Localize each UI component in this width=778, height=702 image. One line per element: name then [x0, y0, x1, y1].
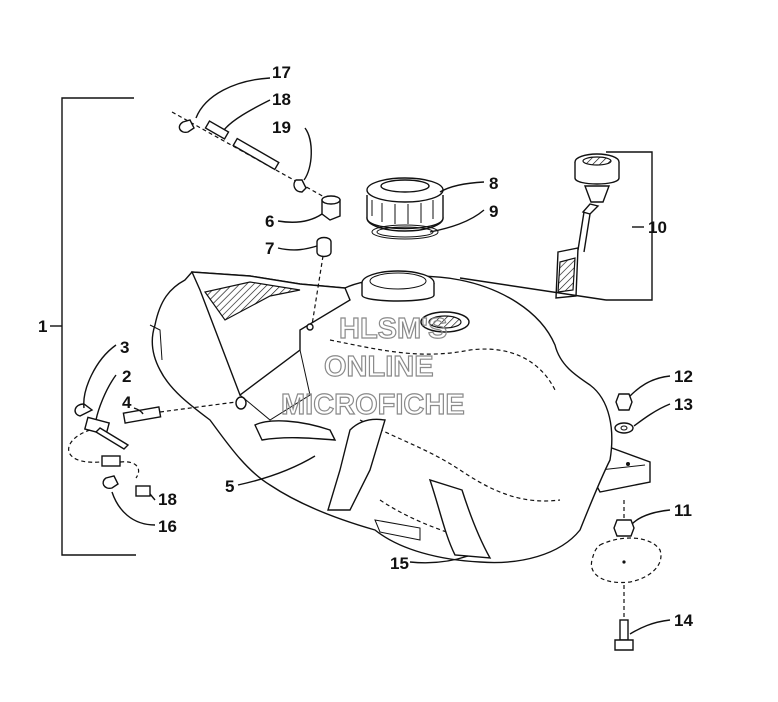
- callout-18-bottom: 18: [158, 490, 177, 509]
- callout-2: 2: [122, 367, 131, 386]
- callout-6: 6: [265, 212, 274, 231]
- callout-5: 5: [225, 477, 234, 496]
- callout-8: 8: [489, 174, 498, 193]
- fuel-cap: [366, 177, 444, 232]
- watermark: HLSM'S ONLINE MICROFICHE: [280, 312, 465, 421]
- fuel-tank: [149, 270, 651, 564]
- watermark-line-2: ONLINE: [324, 351, 434, 383]
- callout-16: 16: [158, 517, 177, 536]
- callout-13: 13: [674, 395, 693, 414]
- cap-gasket: [371, 224, 439, 240]
- vent-assembly: [171, 111, 341, 326]
- watermark-line-1: HLSM'S: [339, 313, 447, 345]
- callout-11: 11: [674, 501, 692, 520]
- callout-9: 9: [489, 202, 498, 221]
- callout-10: 10: [648, 218, 667, 237]
- callout-18-top: 18: [272, 90, 291, 109]
- watermark-line-3: MICROFICHE: [281, 389, 465, 421]
- callout-12: 12: [674, 367, 693, 386]
- fuel-valve-assembly: [68, 401, 237, 497]
- callout-7: 7: [265, 239, 274, 258]
- assembly-bracket: [50, 97, 136, 556]
- leader-lines: [83, 77, 671, 635]
- callout-1: 1: [38, 317, 47, 336]
- callout-17: 17: [272, 63, 291, 82]
- callout-4: 4: [122, 393, 132, 412]
- callout-19: 19: [272, 118, 291, 137]
- callout-3: 3: [120, 338, 129, 357]
- mounting-hardware: [590, 393, 662, 651]
- fuel-gauge: [555, 153, 620, 299]
- callout-14: 14: [674, 611, 693, 630]
- callout-15: 15: [390, 554, 409, 573]
